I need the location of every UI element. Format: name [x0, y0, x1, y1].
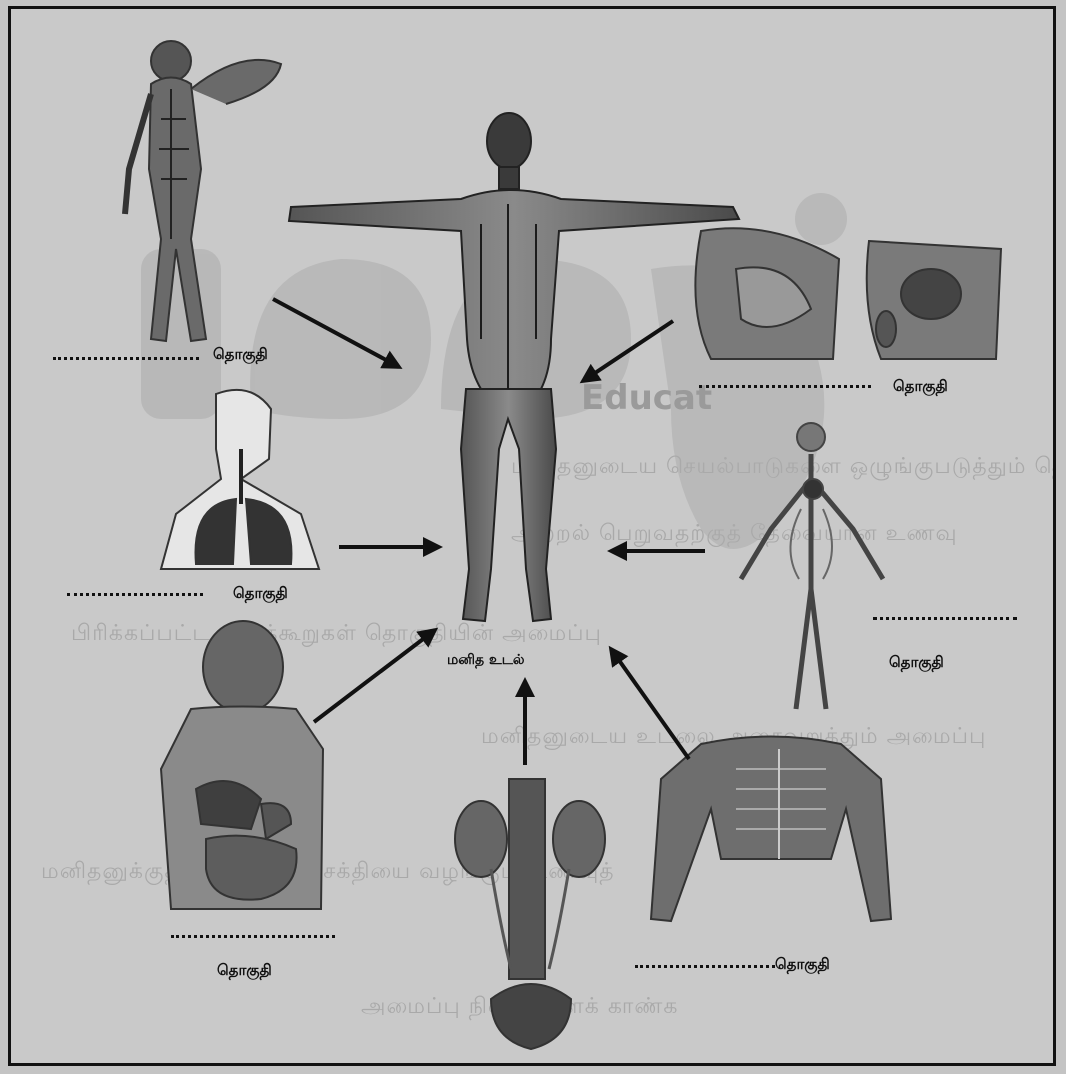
- arrow-reproductive: [583, 321, 673, 381]
- human-body-figure: [289, 113, 739, 621]
- system-label-muscular: தொகுதி: [775, 955, 830, 975]
- reproductive-system-figure: [695, 228, 1001, 359]
- answer-blank-reproductive[interactable]: [699, 385, 871, 388]
- system-label-respiratory: தொகுதி: [233, 584, 288, 604]
- arrow-digestive: [314, 630, 435, 722]
- system-label-circulatory: தொகுதி: [889, 653, 944, 673]
- answer-blank-muscular[interactable]: [635, 965, 775, 968]
- respiratory-system-figure: [161, 390, 319, 569]
- digestive-system-figure: [161, 621, 323, 909]
- arrow-muscular: [611, 649, 689, 759]
- system-label-nervous: தொகுதி: [213, 345, 268, 365]
- answer-blank-respiratory[interactable]: [67, 593, 203, 596]
- system-label-reproductive: தொகுதி: [893, 377, 948, 397]
- muscular-system-figure: [651, 737, 891, 922]
- nervous-system-figure: [125, 41, 281, 341]
- answer-blank-nervous[interactable]: [53, 357, 199, 360]
- system-label-digestive: தொகுதி: [217, 961, 272, 981]
- arrow-nervous: [273, 299, 399, 367]
- center-label: மனித உடல்: [447, 652, 524, 670]
- answer-blank-circulatory[interactable]: [873, 617, 1017, 620]
- diagram-frame: மனிதனுடைய செயல்பாடுகளை ஒழுங்குபடுத்தும் …: [8, 6, 1056, 1066]
- excretory-system-figure: [455, 779, 605, 1049]
- diagram-figures: [11, 9, 1056, 1066]
- circulatory-system-figure: [741, 423, 883, 709]
- answer-blank-digestive[interactable]: [171, 935, 335, 938]
